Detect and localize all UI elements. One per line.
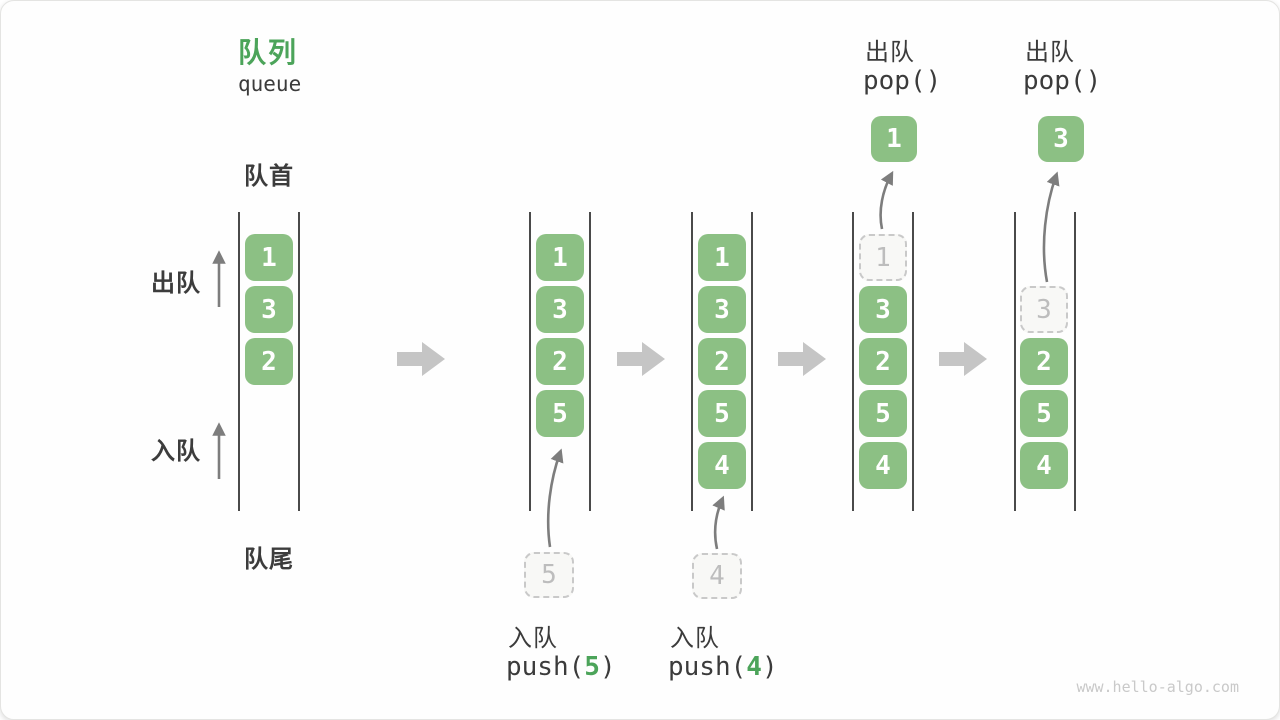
queue-item: 1 xyxy=(245,234,293,281)
queue-rail xyxy=(1014,212,1016,511)
right-arrow-icon xyxy=(397,342,445,376)
queue-rail xyxy=(238,212,240,511)
queue-item: 3 xyxy=(245,286,293,333)
right-arrow-icon xyxy=(939,342,987,376)
queue-item: 5 xyxy=(1020,390,1068,437)
queue-rail xyxy=(1074,212,1076,511)
queue-item: 1 xyxy=(536,234,584,281)
staged-item: 5 xyxy=(524,552,574,598)
pop-3-arrow-icon xyxy=(1042,171,1060,283)
queue-item: 4 xyxy=(859,442,907,489)
queue-rail xyxy=(691,212,693,511)
label-queue-rear: 队尾 xyxy=(244,546,294,573)
right-arrow-icon xyxy=(617,342,665,376)
queue-item-ghost: 3 xyxy=(1020,286,1068,333)
queue-item: 1 xyxy=(698,234,746,281)
queue-item: 2 xyxy=(698,338,746,385)
pop-1-arrow-icon xyxy=(879,170,894,230)
push-5-arrow-icon xyxy=(546,448,564,548)
op-code-pop: pop() xyxy=(863,66,942,96)
queue-item: 5 xyxy=(536,390,584,437)
queue-item-ghost: 1 xyxy=(859,234,907,281)
queue-rail xyxy=(589,212,591,511)
watermark: www.hello-algo.com xyxy=(1076,678,1239,696)
queue-item: 3 xyxy=(859,286,907,333)
queue-item: 5 xyxy=(698,390,746,437)
staged-item: 4 xyxy=(692,553,742,599)
op-code-push-4: push(4) xyxy=(668,652,778,682)
queue-item: 3 xyxy=(536,286,584,333)
queue-item: 4 xyxy=(1020,442,1068,489)
queue-item: 5 xyxy=(859,390,907,437)
op-label-dequeue: 出队 xyxy=(1025,39,1075,66)
label-queue-front: 队首 xyxy=(244,163,294,190)
queue-item: 2 xyxy=(536,338,584,385)
queue-rail xyxy=(912,212,914,511)
label-enqueue: 入队 xyxy=(151,438,201,465)
popped-item: 1 xyxy=(871,116,917,162)
queue-rail xyxy=(751,212,753,511)
op-code-pop: pop() xyxy=(1023,66,1102,96)
page-title: 队列 xyxy=(238,37,299,68)
queue-rail xyxy=(852,212,854,511)
op-code-push-5: push(5) xyxy=(506,652,616,682)
queue-item: 4 xyxy=(698,442,746,489)
label-dequeue: 出队 xyxy=(151,270,201,297)
queue-item: 2 xyxy=(245,338,293,385)
queue-rail xyxy=(298,212,300,511)
queue-item: 2 xyxy=(1020,338,1068,385)
popped-item: 3 xyxy=(1038,116,1084,162)
right-arrow-icon xyxy=(778,342,826,376)
op-label-enqueue: 入队 xyxy=(508,625,558,652)
queue-item: 3 xyxy=(698,286,746,333)
queue-rail xyxy=(529,212,531,511)
op-label-dequeue: 出队 xyxy=(865,39,915,66)
movement-arrows xyxy=(546,170,1060,550)
page-subtitle: queue xyxy=(238,72,302,96)
queue-item: 2 xyxy=(859,338,907,385)
push-4-arrow-icon xyxy=(712,495,725,550)
op-label-enqueue: 入队 xyxy=(670,625,720,652)
